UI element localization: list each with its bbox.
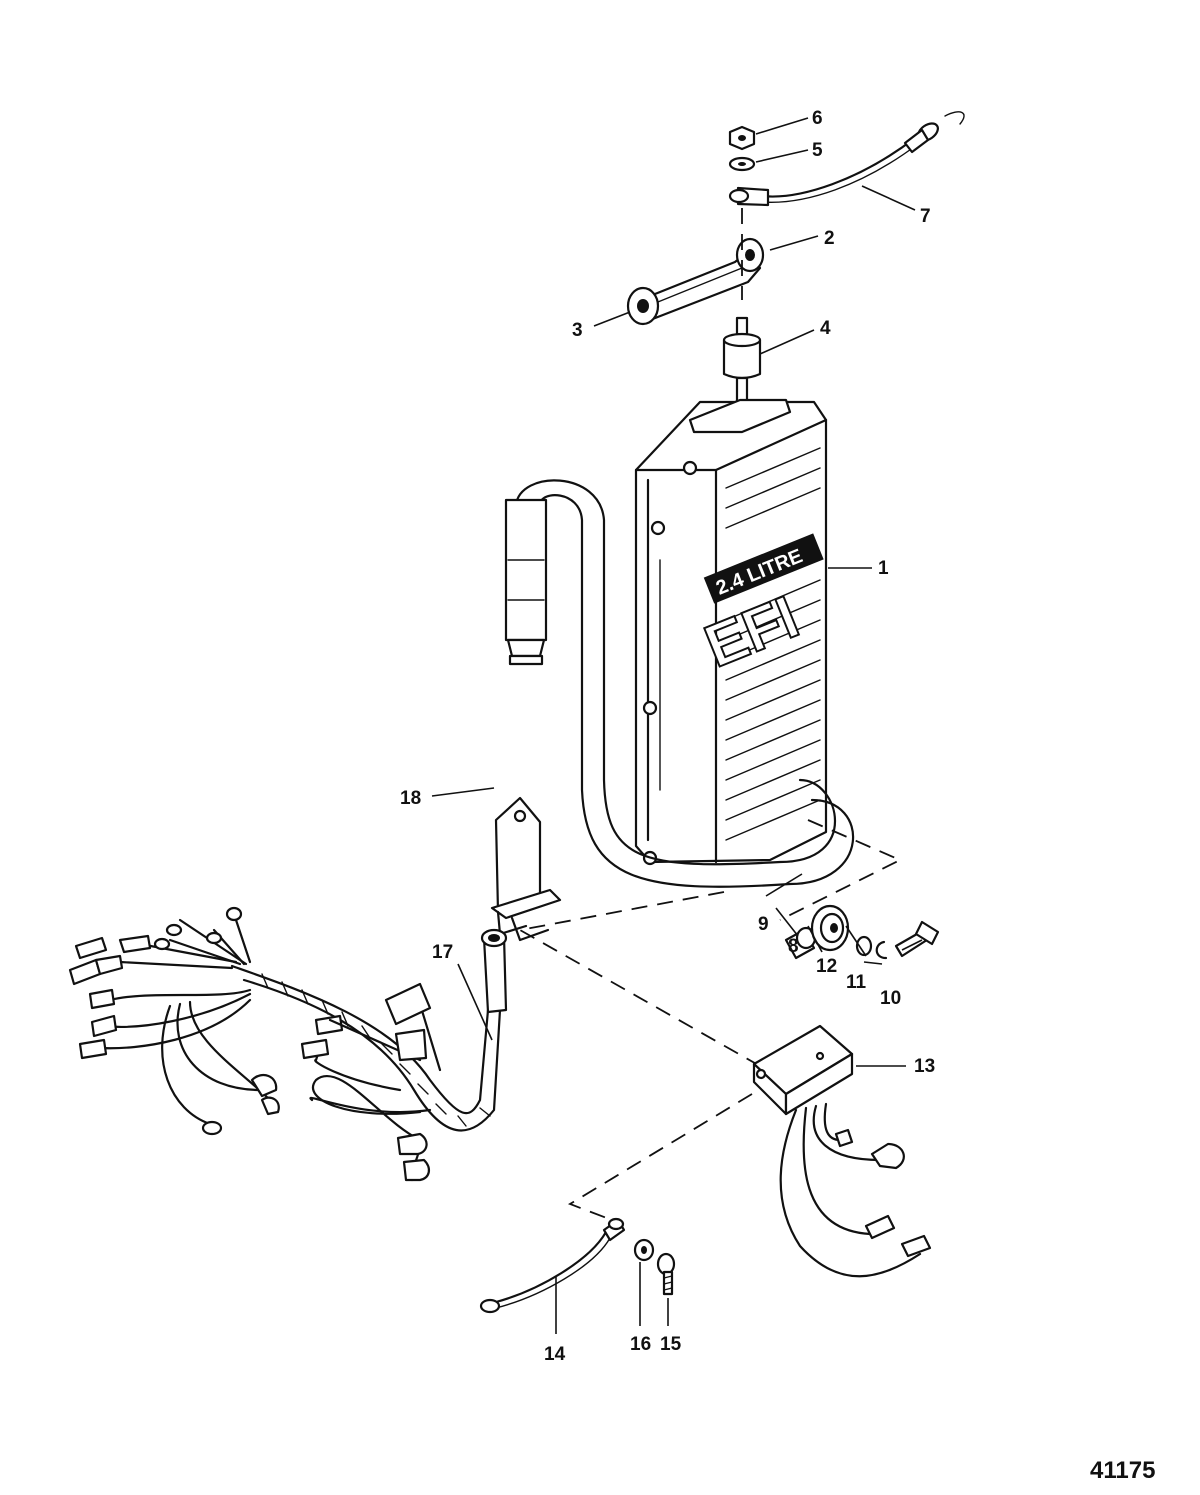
module-harness-cable [504, 479, 855, 888]
callout-1: 1 [878, 558, 889, 579]
callout-8: 8 [788, 936, 799, 957]
callout-13: 13 [914, 1056, 935, 1077]
efi-control-module: 2.4 LITRE EFI [634, 398, 828, 866]
lock-washer [728, 156, 756, 172]
callout-9: 9 [758, 914, 769, 935]
rubber-isolator [722, 316, 762, 404]
callout-18: 18 [400, 788, 421, 809]
callout-15: 15 [660, 1334, 682, 1355]
mounting-bracket [626, 237, 765, 326]
callout-17: 17 [432, 942, 453, 963]
module-ribs [725, 447, 821, 841]
callout-14: 14 [544, 1344, 566, 1365]
flat-washer [633, 1238, 655, 1262]
ground-wire-top [728, 111, 965, 207]
leader-lines [431, 117, 923, 1334]
ground-screw [656, 1252, 676, 1296]
callout-12: 12 [816, 956, 837, 977]
ground-strap [479, 1217, 626, 1314]
callout-16: 16 [630, 1334, 651, 1355]
callout-7: 7 [920, 206, 931, 227]
main-wiring-harness [68, 906, 508, 1182]
figure-number: 41175 [1090, 1457, 1155, 1484]
harness-bracket [490, 796, 562, 942]
callout-3: 3 [572, 320, 583, 341]
callout-6: 6 [812, 108, 823, 129]
callout-2: 2 [824, 228, 835, 249]
callout-10: 10 [880, 988, 901, 1009]
hex-nut [728, 125, 756, 151]
callout-labels: 6 5 7 2 3 4 1 18 9 8 12 11 10 13 17 14 1… [400, 108, 935, 1365]
electronic-relay [752, 1024, 932, 1278]
routing-dashes [517, 819, 903, 1221]
callout-5: 5 [812, 140, 823, 161]
callout-4: 4 [820, 318, 831, 339]
callout-11: 11 [846, 972, 867, 993]
